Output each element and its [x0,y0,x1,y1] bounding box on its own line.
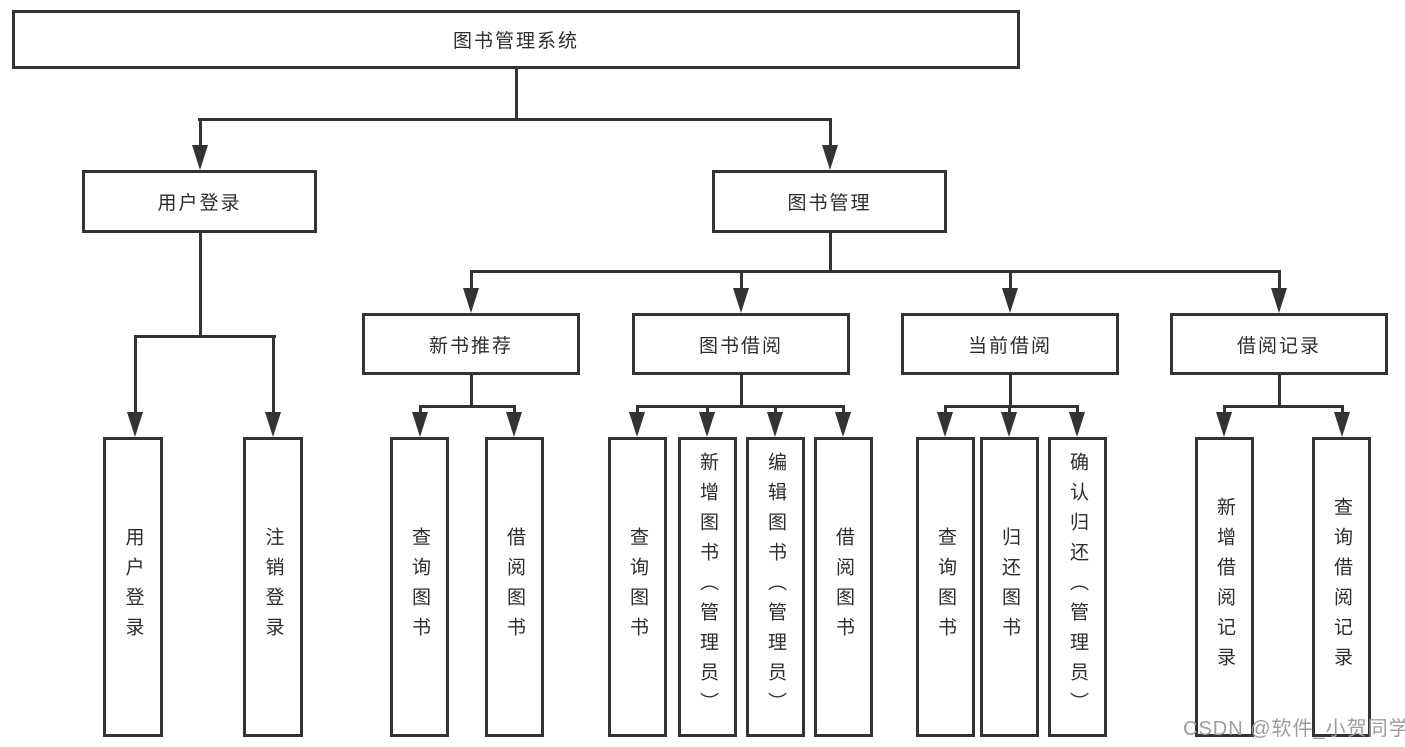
arrowhead-leaf-query-book-borrow [629,412,645,437]
arrowhead-current-borrow [1002,288,1018,313]
edge-root-stem [515,69,518,120]
leaf-logout-label: 注销登录 [262,527,284,647]
arrowhead-book-borrow [733,288,749,313]
edge-to-leaf-borrow-book-borrow [842,405,845,414]
arrowhead-new-book-recommend [463,288,479,313]
edge-to-leaf-return-book [1008,405,1011,414]
node-current-borrow: 当前借阅 [901,313,1119,375]
node-user-login-label: 用户登录 [157,193,242,214]
leaf-query-book-current-label: 查询图书 [935,527,956,647]
arrowhead-leaf-query-borrow-record [1334,412,1350,437]
node-root: 图书管理系统 [12,10,1020,69]
arrowhead-user-login [192,145,208,170]
edge-new-book-recommend-rail [419,405,516,408]
leaf-borrow-book-borrow: 借阅图书 [814,437,873,737]
edge-new-book-recommend-stem [470,375,473,407]
arrowhead-leaf-borrow-book-borrow [835,412,851,437]
edge-book-management-rail [470,270,1281,273]
leaf-user-login-label: 用户登录 [122,527,144,647]
arrowhead-leaf-confirm-return-admin [1069,412,1085,437]
edge-to-leaf-query-borrow-record [1341,405,1344,414]
leaf-borrow-book-borrow-label: 借阅图书 [833,527,854,647]
edge-to-leaf-logout [272,335,275,414]
node-new-book-recommend: 新书推荐 [362,313,580,375]
node-book-management: 图书管理 [712,170,947,233]
leaf-return-book: 归还图书 [980,437,1039,737]
edge-book-borrow-stem [740,375,743,407]
leaf-confirm-return-admin: 确认归还（管理员） [1048,437,1107,737]
node-book-management-label: 图书管理 [787,193,872,214]
leaf-query-book-current: 查询图书 [916,437,975,737]
leaf-add-borrow-record: 新增借阅记录 [1195,437,1254,737]
arrowhead-leaf-user-login [127,412,143,437]
leaf-logout: 注销登录 [243,437,303,737]
edge-to-leaf-query-book-recommend [419,405,422,414]
arrowhead-leaf-logout [265,412,281,437]
node-book-borrow-label: 图书借阅 [698,335,783,357]
edge-to-leaf-edit-book-admin [774,405,777,414]
arrowhead-book-management [822,145,838,170]
edge-root-to-user-login [199,118,202,148]
leaf-borrow-book-recommend-label: 借阅图书 [504,527,525,647]
edge-to-leaf-add-book-admin [706,405,709,414]
edge-to-leaf-user-login [134,335,137,414]
node-new-book-recommend-label: 新书推荐 [428,335,513,357]
arrowhead-leaf-edit-book-admin [767,412,783,437]
arrowhead-leaf-add-borrow-record [1216,412,1232,437]
leaf-query-book-borrow-label: 查询图书 [627,527,648,647]
edge-to-current-borrow [1009,270,1012,290]
edge-to-leaf-query-book-borrow [636,405,639,414]
leaf-query-book-recommend: 查询图书 [390,437,449,737]
leaf-add-borrow-record-label: 新增借阅记录 [1214,497,1235,677]
edge-user-login-rail [134,335,276,338]
leaf-query-borrow-record: 查询借阅记录 [1312,437,1371,737]
leaf-add-book-admin-label: 新增图书（管理员） [697,452,718,722]
leaf-return-book-label: 归还图书 [999,527,1020,647]
leaf-user-login: 用户登录 [103,437,163,737]
edge-book-management-stem [829,233,832,272]
edge-current-borrow-rail [944,405,1078,408]
arrowhead-leaf-add-book-admin [699,412,715,437]
edge-book-borrow-rail [636,405,844,408]
edge-to-new-book-recommend [470,270,473,290]
node-current-borrow-label: 当前借阅 [967,335,1052,357]
csdn-watermark: CSDN @软件_小贺同学 [1183,718,1405,740]
arrowhead-leaf-query-book-current [937,412,953,437]
arrowhead-leaf-query-book-recommend [412,412,428,437]
arrowhead-leaf-return-book [1001,412,1017,437]
leaf-add-book-admin: 新增图书（管理员） [678,437,737,737]
node-book-borrow: 图书借阅 [632,313,850,375]
edge-to-leaf-query-book-current [944,405,947,414]
edge-current-borrow-stem [1009,375,1012,407]
leaf-edit-book-admin: 编辑图书（管理员） [746,437,805,737]
leaf-query-borrow-record-label: 查询借阅记录 [1331,497,1352,677]
edge-root-rail [198,118,832,121]
arrowhead-borrow-record [1271,288,1287,313]
leaf-confirm-return-admin-label: 确认归还（管理员） [1067,452,1088,722]
edge-borrow-record-stem [1278,375,1281,407]
edge-to-borrow-record [1278,270,1281,290]
edge-to-book-borrow [740,270,743,290]
leaf-query-book-borrow: 查询图书 [608,437,667,737]
node-borrow-record-label: 借阅记录 [1236,335,1321,357]
leaf-query-book-recommend-label: 查询图书 [409,527,430,647]
edge-to-leaf-confirm-return-admin [1076,405,1079,414]
node-user-login: 用户登录 [82,170,317,233]
edge-user-login-stem [199,233,202,337]
node-root-label: 图书管理系统 [452,31,579,52]
leaf-borrow-book-recommend: 借阅图书 [485,437,544,737]
node-borrow-record: 借阅记录 [1170,313,1388,375]
arrowhead-leaf-borrow-book-recommend [506,412,522,437]
edge-to-leaf-borrow-book-recommend [513,405,516,414]
edge-to-leaf-add-borrow-record [1223,405,1226,414]
leaf-edit-book-admin-label: 编辑图书（管理员） [765,452,786,722]
edge-root-to-book-management [829,118,832,148]
edge-borrow-record-rail [1223,405,1343,408]
